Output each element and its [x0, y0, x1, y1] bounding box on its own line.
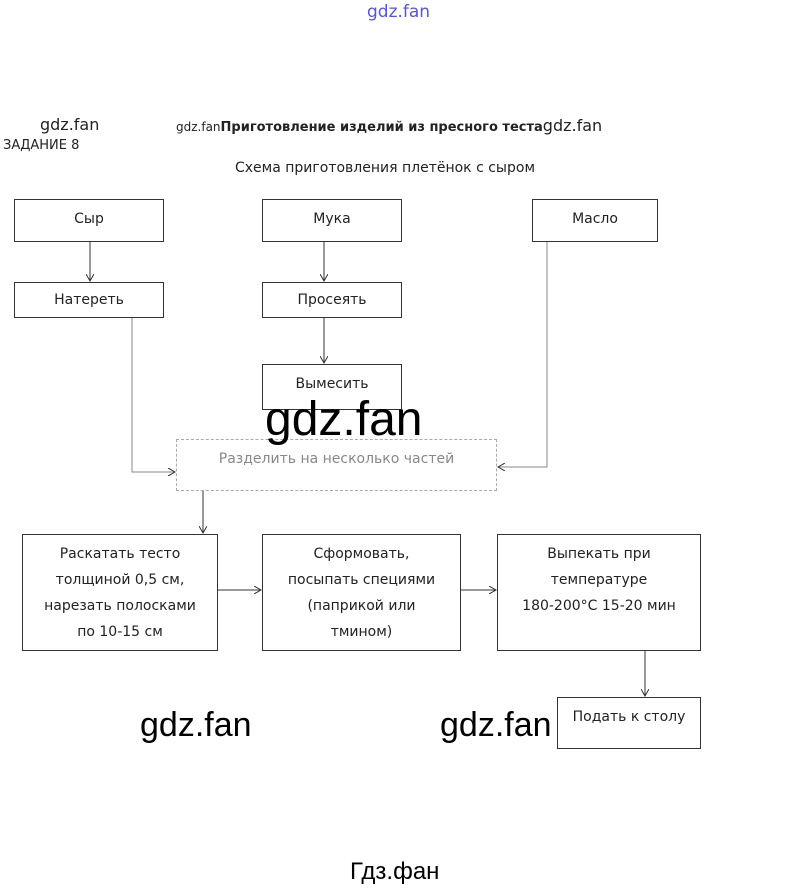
- shape-line: посыпать специями: [287, 572, 436, 588]
- roll-line: нарезать полосками: [44, 598, 196, 614]
- box-butter: Масло: [532, 199, 658, 242]
- box-roll: Раскатать тесто толщиной 0,5 см, нарезать …: [22, 534, 218, 651]
- box-cheese: Сыр: [14, 199, 164, 242]
- shape-line: (паприкой или: [307, 598, 416, 614]
- watermark-title-right: gdz.fan: [542, 116, 603, 135]
- diagram-subtitle: Схема приготовления плетёнок с сыром: [235, 160, 536, 176]
- watermark-title-left: gdz.fan: [176, 120, 221, 134]
- roll-line: Раскатать тесто: [59, 546, 181, 562]
- watermark-left: gdz.fan: [40, 115, 100, 134]
- box-serve: Подать к столу: [557, 697, 701, 749]
- bake-line: 180-200°C 15-20 мин: [522, 598, 676, 614]
- box-grate: Натереть: [14, 282, 164, 318]
- task-label: ЗАДАНИЕ 8: [3, 138, 80, 153]
- shape-line: тмином): [330, 624, 393, 640]
- roll-line: по 10-15 см: [77, 624, 163, 640]
- box-sift: Просеять: [262, 282, 402, 318]
- box-shape: Сформовать, посыпать специями (паприкой ил…: [262, 534, 461, 651]
- box-bake: Выпекать при температуре 180-200°C 15-20 м…: [497, 534, 701, 651]
- box-flour: Мука: [262, 199, 402, 242]
- page-title: Приготовление изделий из пресного теста: [220, 120, 543, 135]
- watermark-top: gdz.fan: [367, 2, 431, 22]
- roll-line: толщиной 0,5 см,: [55, 572, 185, 588]
- box-divide: Разделить на несколько частей: [176, 439, 497, 491]
- watermark-bottom-right: gdz.fan: [440, 706, 552, 744]
- box-knead: Вымесить: [262, 364, 402, 410]
- watermark-footer: Гдз.фан: [350, 858, 440, 885]
- title-row: gdz.fanПриготовление изделий из пресного…: [176, 116, 602, 135]
- watermark-bottom-left: gdz.fan: [140, 706, 252, 744]
- bake-line: Выпекать при: [547, 546, 651, 562]
- bake-line: температуре: [550, 572, 648, 588]
- shape-line: Сформовать,: [313, 546, 410, 562]
- watermark-center: gdz.fan: [265, 393, 423, 446]
